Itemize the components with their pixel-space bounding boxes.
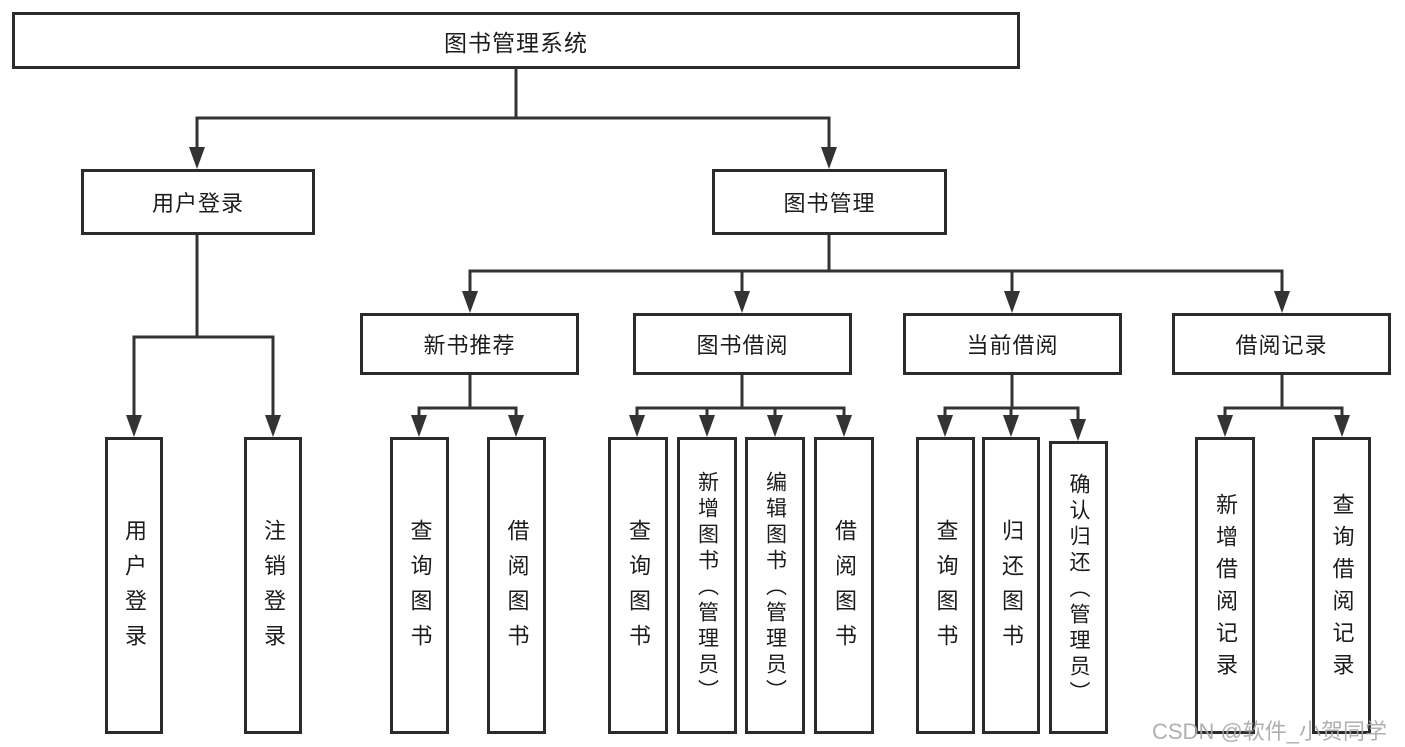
connector-root-to-level2 <box>189 69 837 169</box>
node-root-system: 图书管理系统 <box>12 12 1020 69</box>
arrow-head <box>1004 291 1020 313</box>
connector-user-login-to-leaves <box>126 235 281 437</box>
connector-current-borrow-to-leaves <box>937 375 1086 441</box>
node-current-borrow: 当前借阅 <box>903 313 1122 375</box>
leaf-edit-book-admin: 编辑图书（管理员） <box>745 437 805 734</box>
arrow-head <box>1274 291 1290 313</box>
leaf-confirm-return-admin: 确认归还（管理员） <box>1049 441 1108 734</box>
node-borrow-record: 借阅记录 <box>1172 313 1391 375</box>
node-new-book-recommend: 新书推荐 <box>360 313 579 375</box>
arrow-head <box>629 415 645 437</box>
node-book-borrow: 图书借阅 <box>633 313 852 375</box>
leaf-user-login: 用户登录 <box>105 437 163 734</box>
arrow-head <box>1334 415 1350 437</box>
arrow-head <box>411 415 427 437</box>
arrow-head <box>836 415 852 437</box>
arrow-head <box>1070 419 1086 441</box>
arrow-head <box>462 291 478 313</box>
connector-book-management-to-level3 <box>462 235 1290 313</box>
leaf-borrow-book: 借阅图书 <box>814 437 874 734</box>
connector-borrow-record-to-leaves <box>1217 375 1350 437</box>
arrow-head <box>1217 415 1233 437</box>
connector-book-borrow-to-leaves <box>629 375 852 437</box>
leaf-logout: 注销登录 <box>244 437 302 734</box>
arrow-head <box>508 415 524 437</box>
arrow-head <box>821 147 837 169</box>
arrow-head <box>126 415 142 437</box>
leaf-borrow-book-recommend: 借阅图书 <box>487 437 546 734</box>
node-book-management: 图书管理 <box>712 169 947 235</box>
leaf-add-borrow-record: 新增借阅记录 <box>1195 437 1255 734</box>
leaf-query-borrow-record: 查询借阅记录 <box>1312 437 1371 734</box>
leaf-query-book-borrow: 查询图书 <box>608 437 668 734</box>
arrow-head <box>189 147 205 169</box>
arrow-head <box>734 291 750 313</box>
node-user-login: 用户登录 <box>81 169 315 235</box>
leaf-query-book-current: 查询图书 <box>916 437 975 734</box>
leaf-add-book-admin: 新增图书（管理员） <box>677 437 737 734</box>
arrow-head <box>767 415 783 437</box>
csdn-watermark: CSDN @软件_小贺同学 <box>1152 719 1388 744</box>
connector-new-book-to-leaves <box>411 375 524 437</box>
arrow-head <box>265 415 281 437</box>
leaf-return-book: 归还图书 <box>982 437 1040 734</box>
leaf-query-book-recommend: 查询图书 <box>390 437 449 734</box>
arrow-head <box>937 415 953 437</box>
arrow-head <box>1003 415 1019 437</box>
arrow-head <box>699 415 715 437</box>
